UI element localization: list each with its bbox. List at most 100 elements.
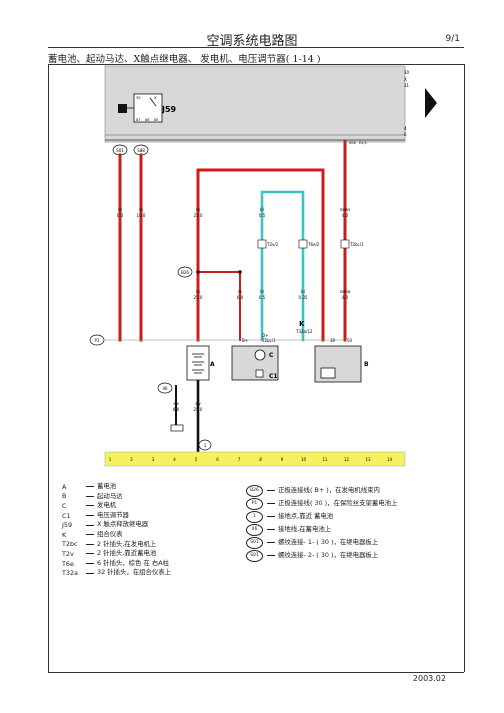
wire-color-label: ro: [196, 207, 201, 212]
right-margin-line: [464, 64, 465, 672]
wire-size-label: 6.0: [173, 407, 180, 412]
terminal-label-dplus: D+: [262, 333, 268, 338]
wire-size-label: 4.0: [342, 295, 349, 300]
grid-number: 12: [344, 457, 350, 462]
grid-number: 5: [195, 457, 198, 462]
relay-j59-body: [133, 93, 163, 123]
junction-dot: [238, 270, 242, 274]
wire-size-label: 25.0: [194, 407, 203, 412]
wire-size-label: 4.0: [342, 213, 349, 218]
connector-t2bc: [340, 239, 350, 249]
svg-text:S88: S88: [137, 148, 145, 153]
footer-date: 2003.02: [412, 674, 446, 683]
terminal-label-bplus: B+: [242, 338, 248, 343]
ground-icon: [170, 424, 184, 432]
wire-size-label: 0.5: [259, 295, 266, 300]
wire-color-label: bl: [260, 207, 264, 212]
wire-color-label: ro: [196, 289, 201, 294]
header-rule-bottom: [48, 64, 464, 65]
wire-color-label: bl: [260, 289, 264, 294]
svg-text:S01: S01: [116, 148, 124, 153]
relay-terminal-85: 85: [154, 118, 158, 122]
grid-number: 14: [387, 457, 393, 462]
junction-dot: [196, 270, 200, 274]
grid-number: 2: [130, 457, 133, 462]
bus-connection-e25: E2/5: [359, 141, 367, 145]
relay-label-j59: J59: [161, 105, 177, 114]
svg-text:B26: B26: [181, 270, 189, 275]
grid-number: 1: [109, 457, 112, 462]
grid-number: 3: [152, 457, 155, 462]
bus-label-4: 4: [404, 126, 407, 131]
wire-size-label: 0.5: [259, 213, 266, 218]
point-1: [198, 439, 212, 451]
connector-label: T2bc/1: [261, 338, 276, 343]
component-label-b: B: [364, 361, 369, 368]
page-number: 9/1: [445, 34, 460, 44]
wire-color-label: ro: [139, 207, 144, 212]
symbol-badge: 1: [246, 510, 263, 523]
component-label-c1: C1: [269, 373, 278, 380]
wire-size-label: 10.0: [137, 213, 146, 218]
wire-size-label: 25.0: [194, 295, 203, 300]
grid-number: 4: [173, 457, 176, 462]
terminal-label-30: 30: [330, 338, 336, 343]
wire-size-label: 25.0: [194, 213, 203, 218]
wire-size-label: 6.0: [117, 213, 124, 218]
grid-number: 13: [365, 457, 371, 462]
svg-text:1: 1: [204, 443, 207, 448]
relay-terminal-86: 86: [145, 118, 149, 122]
connector-label: T32a/12: [295, 329, 313, 334]
page-subtitle: 蓄电池、起动马达、X触点继电器、 发电机、电压调节器( 1-14 ): [48, 54, 321, 65]
bus-label-30: 30: [404, 70, 410, 75]
component-label-k: K: [299, 320, 305, 328]
symbol-badge: P1: [246, 497, 263, 510]
footer-rule: [48, 672, 464, 673]
left-margin-line: [48, 64, 49, 672]
wire-size-label: 6.0: [237, 295, 244, 300]
wire-color-label: ro: [118, 207, 123, 212]
generator-c: [231, 345, 279, 381]
wire-color-label: ro/sw: [340, 289, 351, 294]
relay-terminal-30: 30: [136, 96, 140, 100]
wire-color-label: sw: [195, 401, 201, 406]
point-46: [157, 382, 173, 394]
connector-label: T2v/2: [266, 242, 279, 247]
generator-icon: [254, 349, 266, 361]
bus-connection-s06: S06: [349, 141, 356, 145]
component-label-c: C: [269, 352, 274, 359]
starter-motor-icon: [320, 367, 336, 379]
bus-label-x: X: [404, 77, 407, 82]
wire-size-label: 0.35: [299, 295, 308, 300]
wire-color-label: ro/ws: [340, 207, 351, 212]
grid-number: 11: [322, 457, 328, 462]
wiring-diagram: 30 X 31 4 6 J59 30 X 87 86 85 S01 S88 S0…: [89, 65, 437, 467]
grid-bar: [104, 451, 406, 467]
svg-text:46: 46: [162, 386, 168, 391]
symbol-badge: 46: [246, 523, 263, 536]
page-title: 空调系统电路图: [206, 34, 298, 49]
regulator-icon: [255, 369, 264, 378]
bus-label-6: 6: [404, 132, 407, 137]
svg-text:P1: P1: [95, 338, 100, 343]
bus-label-31: 31: [404, 83, 410, 88]
wire-color-label: bl: [301, 289, 305, 294]
grid-number: 9: [281, 457, 284, 462]
